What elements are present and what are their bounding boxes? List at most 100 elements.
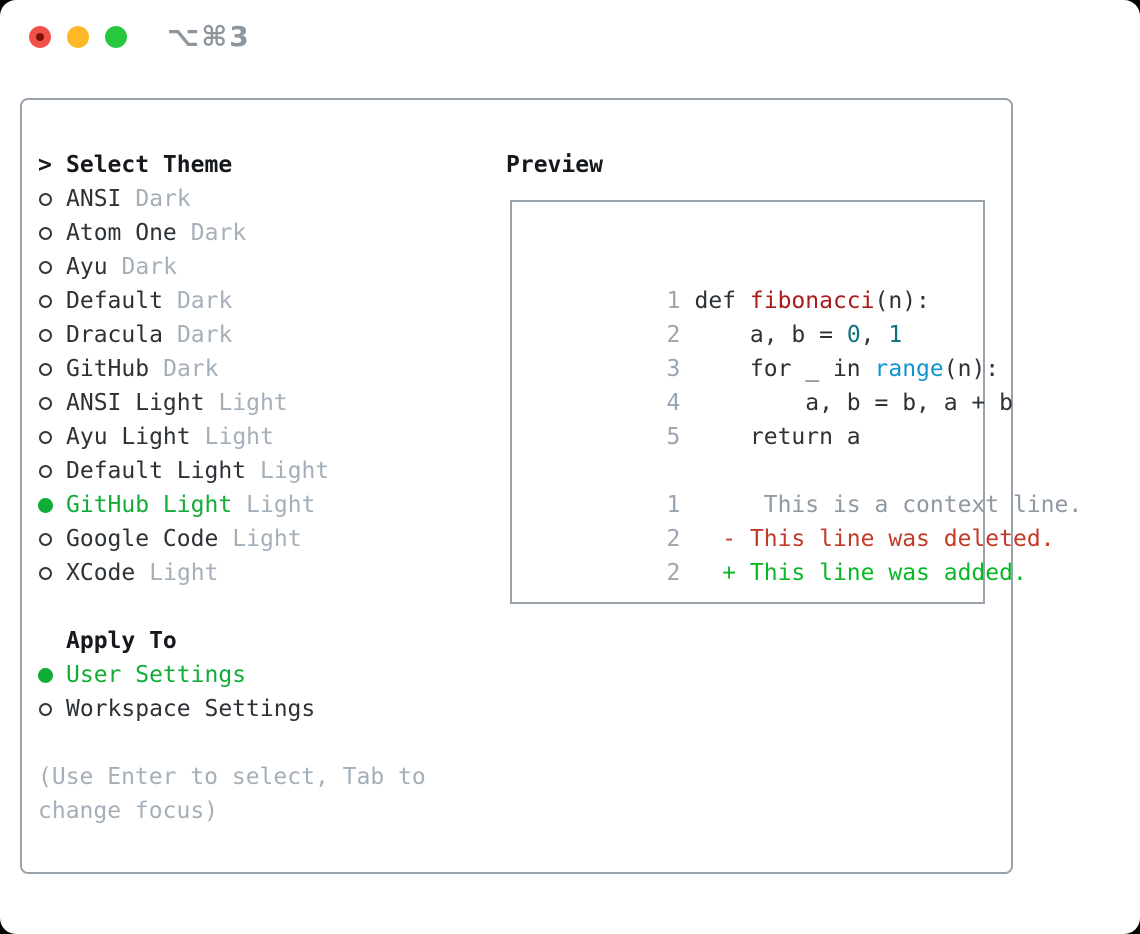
theme-variant-tag: Light bbox=[246, 492, 316, 518]
theme-variant-tag: Light bbox=[149, 560, 219, 586]
code-line: 4 a, b = b, a + b bbox=[528, 352, 1013, 416]
theme-name: XCode bbox=[66, 560, 136, 586]
code-line: 2 a, b = 0, 1 bbox=[528, 284, 983, 348]
theme-name: Ayu Light bbox=[66, 424, 191, 450]
minimize-button[interactable] bbox=[67, 26, 89, 48]
theme-variant-tag: Dark bbox=[176, 322, 233, 348]
radio-icon bbox=[39, 362, 52, 376]
hint-line: change focus) bbox=[38, 798, 219, 824]
theme-option-ansi-light[interactable]: ANSI Light Light bbox=[38, 386, 426, 420]
diff-deleted-line: 2 - This line was deleted. bbox=[528, 488, 1054, 552]
radio-icon bbox=[39, 260, 52, 274]
line-number: 2 bbox=[666, 322, 681, 348]
select-theme-header-label: Select Theme bbox=[66, 152, 233, 178]
radio-icon bbox=[39, 294, 52, 308]
theme-option-github-light[interactable]: GitHub Light Light bbox=[38, 488, 426, 522]
radio-selected-icon bbox=[38, 497, 53, 513]
theme-name: Atom One bbox=[66, 220, 177, 246]
radio-selected-icon bbox=[38, 667, 53, 683]
theme-name: GitHub bbox=[66, 356, 150, 382]
code-token: (n): bbox=[943, 356, 1000, 382]
radio-icon bbox=[39, 328, 52, 342]
theme-option-default-dark[interactable]: Default Dark bbox=[38, 284, 426, 318]
maximize-button[interactable] bbox=[105, 26, 127, 48]
code-token: a, b = b, a + b bbox=[694, 390, 1013, 416]
radio-icon bbox=[39, 396, 52, 410]
apply-option-user-settings[interactable]: User Settings bbox=[38, 658, 426, 692]
apply-option-label: User Settings bbox=[66, 662, 247, 688]
line-number: 2 bbox=[666, 560, 681, 586]
theme-option-ayu-light[interactable]: Ayu Light Light bbox=[38, 420, 426, 454]
code-token: for _ in bbox=[694, 356, 875, 382]
theme-option-dracula-dark[interactable]: Dracula Dark bbox=[38, 318, 426, 352]
radio-icon bbox=[39, 702, 52, 716]
theme-variant-tag: Light bbox=[232, 526, 302, 552]
diff-text: This is a context line. bbox=[694, 492, 1083, 518]
theme-variant-tag: Dark bbox=[135, 186, 191, 212]
diff-text: - This line was deleted. bbox=[694, 526, 1055, 552]
radio-icon bbox=[39, 566, 52, 580]
apply-option-workspace-settings[interactable]: Workspace Settings bbox=[38, 692, 426, 726]
spacer bbox=[38, 590, 426, 624]
theme-picker-panel: > Select Theme ANSI Dark Atom One Dark A… bbox=[20, 98, 1082, 874]
theme-variant-tag: Light bbox=[260, 458, 330, 484]
code-token: 1 bbox=[888, 322, 903, 348]
code-line: 3 for _ in range(n): bbox=[528, 318, 999, 382]
code-token: , bbox=[860, 322, 889, 348]
keyboard-hint: (Use Enter to select, Tab to change focu… bbox=[38, 760, 426, 828]
line-number: 5 bbox=[666, 424, 681, 450]
code-token: range bbox=[874, 356, 944, 382]
line-number: 3 bbox=[666, 356, 681, 382]
apply-to-header: Apply To bbox=[38, 624, 426, 658]
code-token: 0 bbox=[846, 322, 861, 348]
theme-variant-tag: Light bbox=[218, 390, 288, 416]
theme-option-atom-one-dark[interactable]: Atom One Dark bbox=[38, 216, 426, 250]
close-button-dot-icon bbox=[36, 33, 44, 41]
theme-variant-tag: Dark bbox=[190, 220, 247, 246]
line-number: 1 bbox=[666, 492, 681, 518]
line-number: 2 bbox=[666, 526, 681, 552]
radio-icon bbox=[39, 430, 52, 444]
code-token: fibonacci bbox=[749, 288, 875, 314]
spacer bbox=[38, 726, 426, 760]
theme-name: Dracula bbox=[66, 322, 163, 348]
preview-header-label: Preview bbox=[506, 152, 603, 178]
radio-icon bbox=[39, 226, 52, 240]
theme-name: Google Code bbox=[66, 526, 219, 552]
close-button[interactable] bbox=[29, 26, 51, 48]
diff-added-line: 2 + This line was added. bbox=[528, 522, 1026, 586]
code-token: (n): bbox=[874, 288, 930, 314]
theme-variant-tag: Dark bbox=[176, 288, 233, 314]
code-line: 1 def fibonacci(n): bbox=[528, 250, 983, 314]
theme-name: ANSI bbox=[66, 186, 122, 212]
diff-text: + This line was added. bbox=[694, 560, 1027, 586]
radio-icon bbox=[39, 192, 52, 206]
theme-variant-tag: Dark bbox=[121, 254, 177, 280]
caret-icon: > bbox=[38, 152, 52, 178]
apply-to-header-label: Apply To bbox=[66, 628, 177, 654]
radio-icon bbox=[39, 464, 52, 478]
theme-name: Ayu bbox=[66, 254, 108, 280]
titlebar: ⌥⌘3 bbox=[0, 0, 1140, 74]
line-number: 1 bbox=[666, 288, 681, 314]
apply-option-label: Workspace Settings bbox=[66, 696, 316, 722]
theme-option-xcode-light[interactable]: XCode Light bbox=[38, 556, 426, 590]
code-token: a, b = bbox=[694, 322, 847, 348]
theme-list: > Select Theme ANSI Dark Atom One Dark A… bbox=[38, 148, 426, 828]
code-token: def bbox=[694, 288, 750, 314]
theme-option-google-code-light[interactable]: Google Code Light bbox=[38, 522, 426, 556]
theme-option-github-dark[interactable]: GitHub Dark bbox=[38, 352, 426, 386]
code-token: return a bbox=[694, 424, 861, 450]
theme-option-default-light[interactable]: Default Light Light bbox=[38, 454, 426, 488]
theme-name: GitHub Light bbox=[66, 492, 233, 518]
theme-name: ANSI Light bbox=[66, 390, 205, 416]
theme-option-ansi-dark[interactable]: ANSI Dark bbox=[38, 182, 426, 216]
theme-option-ayu-dark[interactable]: Ayu Dark bbox=[38, 250, 426, 284]
window-shortcut-title: ⌥⌘3 bbox=[167, 20, 251, 53]
line-number: 4 bbox=[666, 390, 681, 416]
theme-variant-tag: Dark bbox=[163, 356, 219, 382]
radio-icon bbox=[39, 532, 52, 546]
hint-line: (Use Enter to select, Tab to bbox=[38, 764, 426, 790]
